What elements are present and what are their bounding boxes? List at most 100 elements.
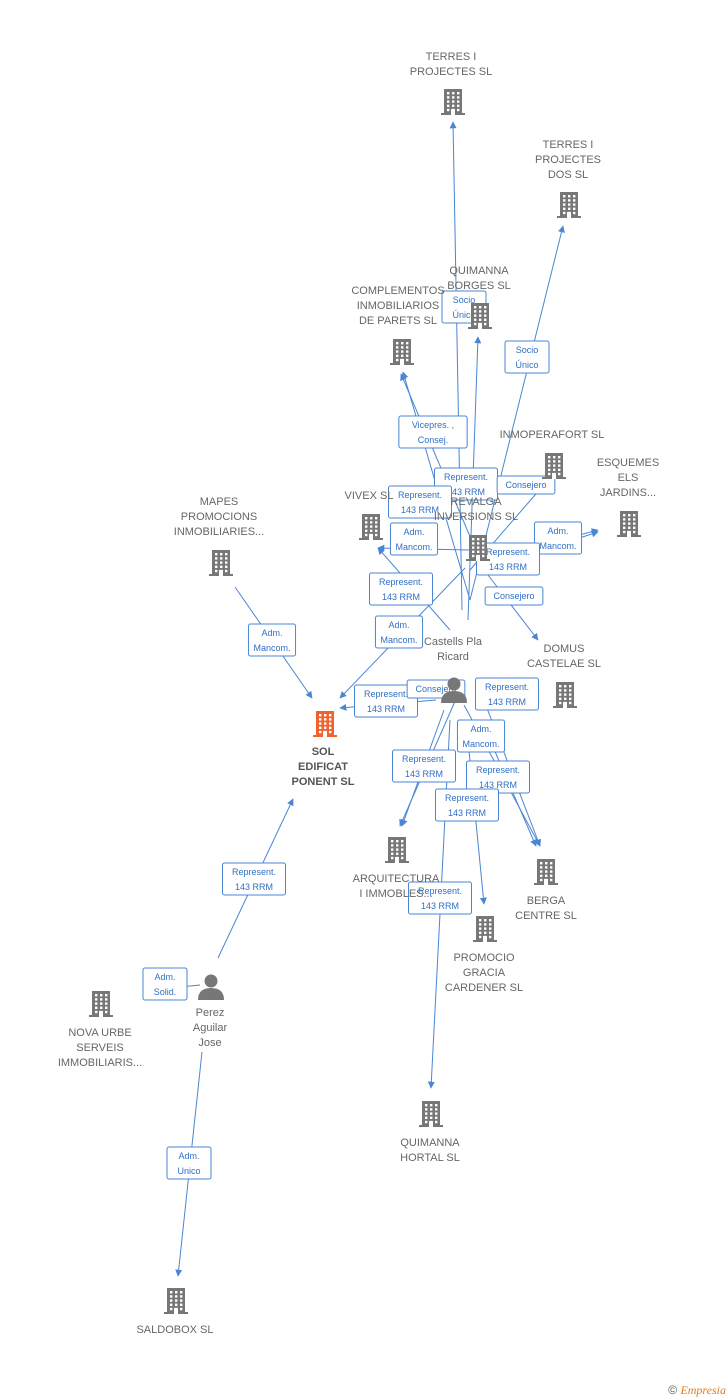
node-label: INMOBILIARIOS (357, 300, 440, 312)
edge-label[interactable]: Represent.143 RRM (475, 677, 539, 711)
edge-label[interactable]: Vicepres. ,Consej. (398, 415, 468, 449)
edge-label[interactable]: Adm.Solid. (142, 967, 188, 1001)
edge-label-box (496, 475, 556, 495)
edge-label-box (222, 862, 286, 896)
edge-label-box (392, 749, 456, 783)
edge-label-text: Represent. (402, 754, 446, 764)
building-icon (313, 711, 337, 737)
edge-label-box (389, 522, 439, 556)
node-label: EDIFICAT (298, 761, 348, 773)
building-icon (553, 682, 577, 708)
edge-label-text: Represent. (379, 577, 423, 587)
edge-label-text: Mancom. (395, 542, 432, 552)
node-nova_urbe[interactable]: NOVA URBESERVEISIMMOBILIARIS... (58, 991, 142, 1069)
edge-label[interactable]: Adm.Mancom. (456, 719, 506, 753)
node-label: ESQUEMES (597, 457, 659, 469)
node-label: CARDENER SL (445, 982, 523, 994)
edge-label-text: Adm. (388, 620, 409, 630)
person-icon (198, 974, 224, 1000)
node-arquitectura[interactable]: ARQUITECTURA I IMMOBLES... (353, 837, 440, 900)
edge-label[interactable]: Represent.143 RRM (466, 760, 530, 794)
node-label: CENTRE SL (515, 910, 577, 922)
edge-label-box (142, 967, 188, 1001)
node-label: Aguilar (193, 1022, 228, 1034)
edge-label[interactable]: Adm.Unico (166, 1146, 212, 1180)
node-vivex[interactable]: VIVEX SL (345, 490, 394, 540)
node-label: ARQUITECTURA (353, 873, 440, 885)
building-icon (359, 514, 383, 540)
edge-label[interactable]: Adm. Mancom. (389, 522, 439, 556)
node-mapes[interactable]: MAPESPROMOCIONSINMOBILIARIES... (174, 496, 264, 576)
node-label: PROJECTES (535, 154, 601, 166)
edge-label-text: Represent. (418, 886, 462, 896)
edge-label-box (166, 1146, 212, 1180)
building-icon (473, 916, 497, 942)
node-label: DOS SL (548, 169, 588, 181)
edge-label[interactable]: Consejero (496, 475, 556, 495)
edge-label[interactable]: Adm.Mancom. (533, 521, 583, 555)
edge-label-box (475, 677, 539, 711)
node-terres2[interactable]: TERRES I PROJECTES DOS SL (535, 139, 601, 218)
edge-label[interactable]: Consejero (484, 586, 544, 606)
edge-label[interactable]: Adm. Mancom. (374, 615, 424, 649)
edge-label[interactable]: Represent. 143 RRM (408, 881, 472, 915)
node-label: INMOPERAFORT SL (500, 429, 605, 441)
node-saldobox[interactable]: SALDOBOX SL (136, 1288, 214, 1336)
edge-label-text: Mancom. (380, 635, 417, 645)
building-icon (209, 550, 233, 576)
node-label: PROMOCIONS (181, 511, 257, 523)
node-label: SOL (312, 746, 335, 758)
edge-label-box (398, 415, 468, 449)
edge-label[interactable]: Represent.143 RRM (388, 485, 452, 519)
edge-label-text: 143 RRM (405, 769, 443, 779)
edge-label-text: Represent. (476, 765, 520, 775)
building-icon (617, 511, 641, 537)
node-esquemes[interactable]: ESQUEMESELSJARDINS... (597, 457, 659, 537)
node-label: TERRES I (543, 139, 594, 151)
building-icon (89, 991, 113, 1017)
node-label: I IMMOBLES... (359, 888, 432, 900)
edge-label[interactable]: Represent.143 RRM (435, 788, 499, 822)
edge-label-text: 143 RRM (235, 882, 273, 892)
building-icon (542, 453, 566, 479)
edge-revalga-domus (487, 574, 539, 641)
edge-label-text: Vicepres. , (412, 420, 454, 430)
node-label: CASTELAE SL (527, 658, 601, 670)
node-label: COMPLEMENTOS (351, 285, 444, 297)
edge-label-text: Adm. (154, 972, 175, 982)
edge-label-text: 143 RRM (447, 487, 485, 497)
edge-label-box (484, 586, 544, 606)
edge-label[interactable]: Represent.143 RRM (476, 542, 540, 576)
edge-label[interactable]: Represent.143 RRM (369, 572, 433, 606)
node-label: QUIMANNA (449, 265, 509, 277)
edge-label-box (456, 719, 506, 753)
building-icon (534, 859, 558, 885)
edge-label-text: 143 RRM (421, 901, 459, 911)
node-label: ELS (618, 472, 639, 484)
edge-label[interactable]: Represent.143 RRM (354, 684, 418, 718)
node-inmoperafort[interactable]: INMOPERAFORT SL (500, 429, 605, 479)
edge-label[interactable]: Represent.143 RRM (222, 862, 286, 896)
edge-label-box (388, 485, 452, 519)
edge-label-text: Mancom. (253, 643, 290, 653)
edge-label[interactable]: Adm.Mancom. (247, 623, 297, 657)
edge-label-text: Único (515, 360, 538, 370)
edge-label[interactable]: Represent. 143 RRM (392, 749, 456, 783)
edge-label-text: Adm. (403, 527, 424, 537)
node-label: PROJECTES SL (410, 66, 493, 78)
edge-label-text: Represent. (486, 547, 530, 557)
node-label: REVALGA (450, 496, 502, 508)
building-icon (466, 535, 490, 561)
